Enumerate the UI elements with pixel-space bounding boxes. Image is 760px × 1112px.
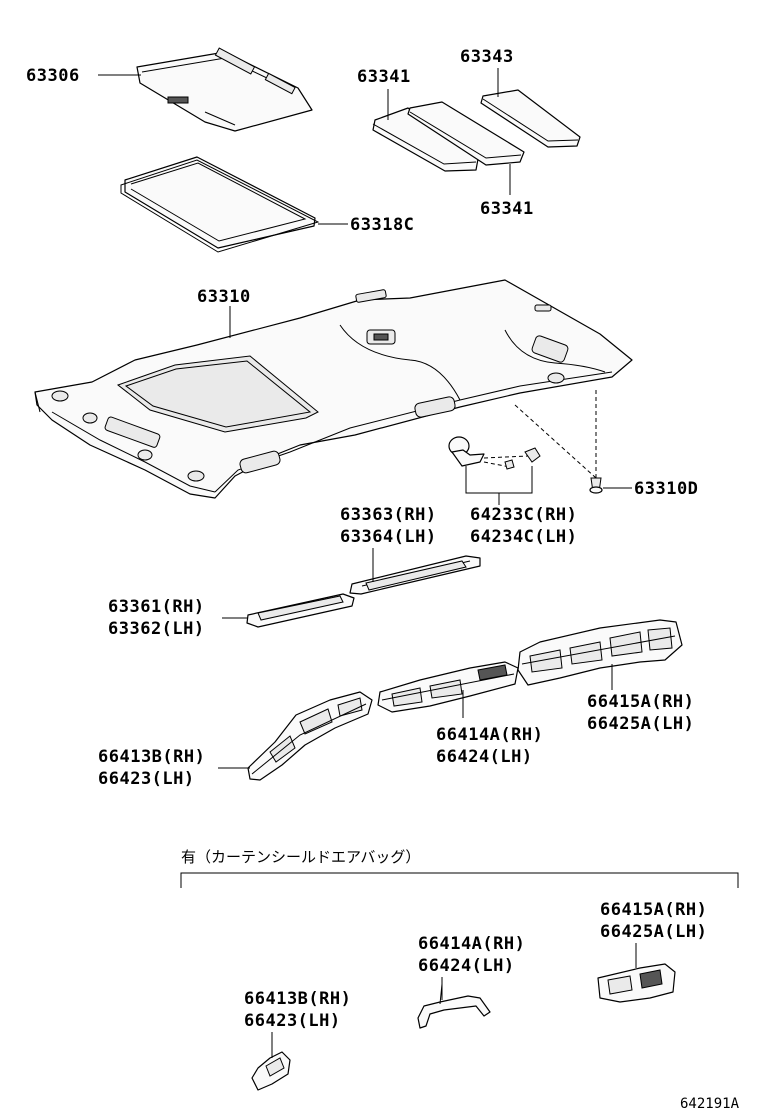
part-66414a-airbag [417,983,491,1029]
label-63363: 63363(RH) [340,505,437,525]
label-66414a: 66414A(RH) [436,725,543,745]
weatherstrip-part [120,156,320,253]
label-63318c: 63318C [350,215,414,235]
label-63306: 63306 [26,66,80,86]
part-66415a [517,619,683,686]
section-note: 有（カーテンシールドエアバッグ） [181,848,420,866]
retainer-63361-part [246,593,355,628]
label-66423: 66423(LH) [98,769,195,789]
figure-code: 642191A [680,1096,740,1112]
label-66425a-b: 66425A(LH) [600,922,707,942]
part-66414a [377,661,519,713]
label-66413b: 66413B(RH) [98,747,205,767]
pads-group [372,89,581,172]
label-63341-bottom: 63341 [480,199,534,219]
label-66413b-b: 66413B(RH) [244,989,351,1009]
label-66415a: 66415A(RH) [587,692,694,712]
part-66413b [247,691,373,781]
sunshade-part [136,47,313,132]
label-64234c: 64234C(LH) [470,527,577,547]
label-63310d: 63310D [634,479,698,499]
part-66413b-airbag [251,1051,291,1091]
label-66423-b: 66423(LH) [244,1011,341,1031]
label-63341-top: 63341 [357,67,411,87]
label-66424: 66424(LH) [436,747,533,767]
retainer-63363-part [349,555,481,595]
assist-hook-part [448,436,541,470]
label-66424-b: 66424(LH) [418,956,515,976]
section-bracket [180,872,739,888]
label-63362: 63362(LH) [108,619,205,639]
clip-63310d [514,390,603,494]
label-63310: 63310 [197,287,251,307]
label-63361: 63361(RH) [108,597,205,617]
label-66415a-b: 66415A(RH) [600,900,707,920]
part-66415a-airbag [597,963,676,1003]
label-63343: 63343 [460,47,514,67]
label-66425a: 66425A(LH) [587,714,694,734]
label-64233c: 64233C(RH) [470,505,577,525]
headliner-part [34,279,633,499]
leader-64233c [465,466,533,494]
label-63364: 63364(LH) [340,527,437,547]
label-66414a-b: 66414A(RH) [418,934,525,954]
